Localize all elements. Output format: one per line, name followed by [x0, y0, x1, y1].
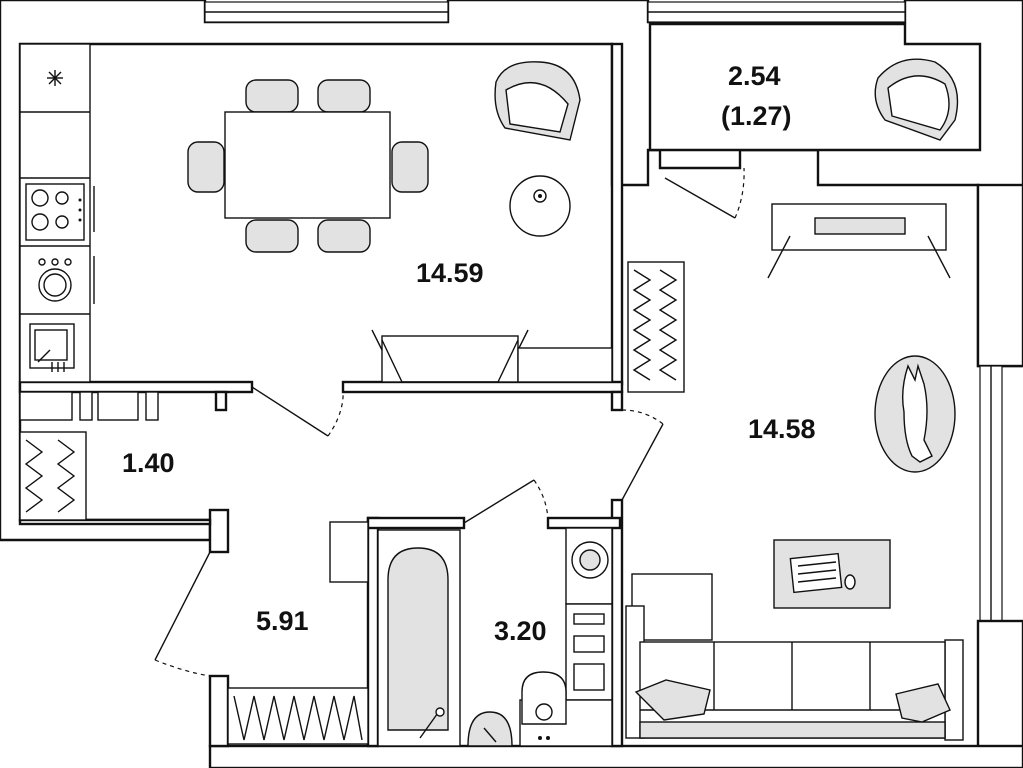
- side-table: [509, 175, 571, 237]
- bedroom: 14.58: [625, 203, 964, 741]
- wall-bottom-left: [208, 674, 230, 748]
- stove-icon: [25, 183, 85, 241]
- cushion-right: [895, 683, 951, 723]
- washbasin-icon: [467, 711, 513, 747]
- desk: [773, 539, 891, 609]
- dog-icon: [874, 355, 956, 473]
- sofa: [625, 573, 964, 741]
- snowflake-icon: [47, 70, 63, 86]
- wall-bottom: [208, 744, 1023, 768]
- storage: 1.40: [19, 391, 175, 521]
- balcony: 2.54 (1.27): [721, 58, 959, 141]
- dining-table: [224, 111, 391, 219]
- room-area-bathroom: 3.20: [494, 616, 547, 646]
- toilet-icon: [519, 671, 613, 747]
- dining-set: [187, 79, 429, 253]
- room-area-balcony-coef: (1.27): [721, 101, 792, 131]
- laptop-icon: [789, 552, 843, 594]
- interior-walls: [18, 42, 624, 748]
- wall-hall-left: [208, 508, 230, 554]
- wall-right-lower: [976, 619, 1023, 768]
- wall-right-upper: [976, 183, 1023, 368]
- washing-machine-icon: [565, 527, 613, 605]
- doors: [154, 167, 745, 677]
- room-area-bedroom: 14.58: [748, 414, 816, 444]
- bathroom: 3.20: [377, 527, 613, 747]
- room-area-hallway: 5.91: [256, 606, 309, 636]
- dishwasher-icon: [38, 258, 72, 302]
- kitchen-unit: [19, 43, 95, 383]
- dining-chair: [187, 79, 429, 253]
- tv-stand: [371, 329, 613, 383]
- room-area-living-kitchen: 14.59: [416, 258, 484, 288]
- room-area-balcony: 2.54: [728, 61, 781, 91]
- hallway: 5.91: [227, 521, 369, 745]
- room-area-storage: 1.40: [122, 448, 175, 478]
- sink-icon: [29, 323, 75, 372]
- cushion-left: [634, 679, 711, 721]
- air-conditioner-icon: [767, 203, 951, 279]
- wardrobe: [627, 261, 685, 393]
